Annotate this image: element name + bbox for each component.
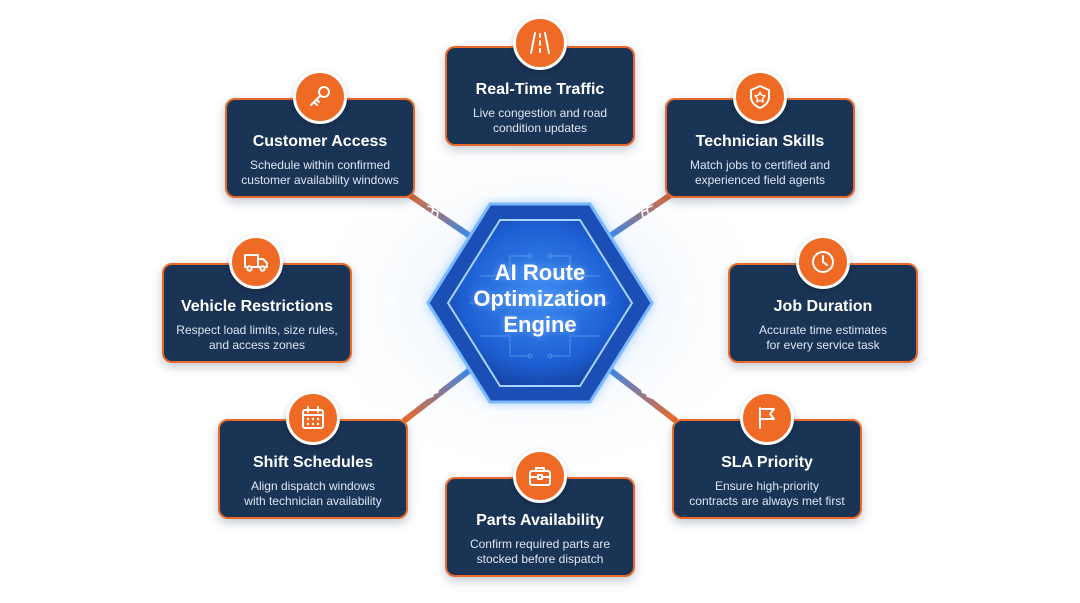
hub-engine[interactable]: AI Route Optimization Engine bbox=[420, 196, 660, 410]
calendar-icon bbox=[286, 391, 340, 445]
card-description-line: Match jobs to certified and bbox=[689, 158, 831, 172]
card-title: Customer Access bbox=[252, 133, 388, 150]
card-sla-priority[interactable]: SLA Priority Ensure high-priority contra… bbox=[672, 419, 862, 519]
badge-star-icon bbox=[733, 70, 787, 124]
card-description: Respect load limits, size rules, and acc… bbox=[170, 323, 344, 353]
card-description-line: customer availability windows bbox=[241, 173, 399, 187]
card-description-line: experienced field agents bbox=[694, 173, 826, 187]
card-description: Schedule within confirmed customer avail… bbox=[233, 158, 407, 188]
card-description-line: Align dispatch windows bbox=[250, 479, 376, 493]
card-description-line: Ensure high-priority bbox=[714, 479, 820, 493]
chevron-down-icon bbox=[535, 165, 545, 177]
card-description-line: condition updates bbox=[492, 121, 588, 135]
truck-icon bbox=[229, 235, 283, 289]
toolbox-icon bbox=[513, 449, 567, 503]
hub-title: AI Route Optimization Engine bbox=[440, 260, 640, 338]
card-description-line: and access zones bbox=[208, 338, 306, 352]
hub-hexagon bbox=[426, 202, 654, 404]
card-description-line: stocked before dispatch bbox=[476, 552, 604, 566]
card-description-line: Accurate time estimates bbox=[758, 323, 888, 337]
card-description: Match jobs to certified and experienced … bbox=[673, 158, 847, 188]
key-icon bbox=[293, 70, 347, 124]
card-title: Vehicle Restrictions bbox=[180, 298, 334, 315]
card-description-line: contracts are always met first bbox=[689, 494, 845, 508]
card-description: Align dispatch windows with technician a… bbox=[226, 479, 400, 509]
card-description-line: for every service task bbox=[766, 338, 880, 352]
clock-icon bbox=[796, 235, 850, 289]
card-description: Confirm required parts are stocked befor… bbox=[453, 537, 627, 567]
hub-title-line: Engine bbox=[503, 312, 577, 337]
card-title: Technician Skills bbox=[695, 133, 825, 150]
card-title: Real-Time Traffic bbox=[475, 81, 605, 98]
flag-icon bbox=[740, 391, 794, 445]
card-title: Parts Availability bbox=[476, 512, 604, 529]
road-icon bbox=[513, 16, 567, 70]
card-title: Job Duration bbox=[773, 298, 873, 315]
hub-title-line: Optimization bbox=[473, 286, 607, 311]
card-description-line: with technician availability bbox=[244, 494, 382, 508]
card-description-line: Respect load limits, size rules, bbox=[176, 323, 338, 337]
card-description-line: Confirm required parts are bbox=[469, 537, 611, 551]
card-description: Live congestion and road condition updat… bbox=[453, 106, 627, 136]
chevron-right-icon bbox=[385, 297, 397, 307]
card-description: Accurate time estimates for every servic… bbox=[736, 323, 910, 353]
card-title: SLA Priority bbox=[721, 454, 813, 471]
chevron-left-icon bbox=[683, 297, 695, 307]
card-description-line: Live congestion and road bbox=[472, 106, 608, 120]
chevron-up-icon bbox=[535, 431, 545, 443]
hub-title-line: AI Route bbox=[494, 260, 586, 285]
card-description-line: Schedule within confirmed bbox=[249, 158, 391, 172]
card-description: Ensure high-priority contracts are alway… bbox=[680, 479, 854, 509]
card-title: Shift Schedules bbox=[252, 454, 374, 471]
